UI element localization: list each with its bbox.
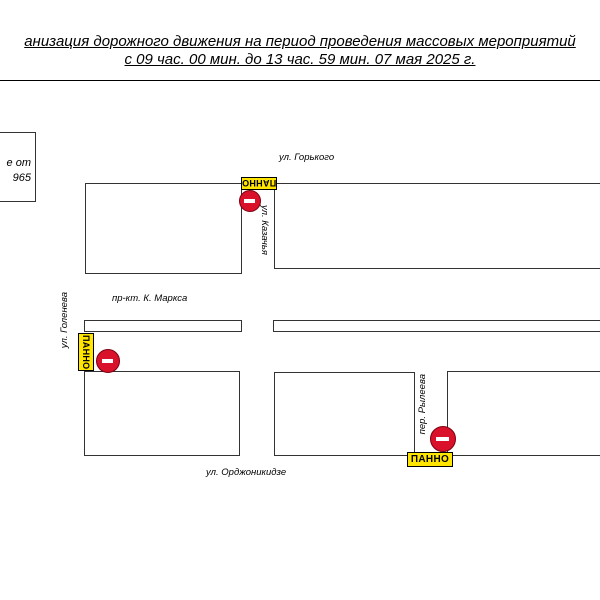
- street-label-ryleeva: пер. Рылеева: [417, 374, 428, 435]
- legend-box: е от 965: [0, 132, 36, 202]
- header-divider: [0, 80, 600, 81]
- street-label-kazachya: ул. Казачья: [259, 205, 270, 255]
- street-label-goleneva: ул. Голенева: [59, 292, 70, 349]
- city-block-bottom-middle: [274, 372, 415, 456]
- panno-label: ПАННО: [410, 454, 450, 465]
- city-block-top-right: [274, 183, 600, 269]
- city-block-bottom-right: [447, 371, 600, 456]
- panno-label: ПАННО: [241, 178, 277, 189]
- panno-label: ПАННО: [81, 334, 91, 370]
- legend-line2: 965: [12, 172, 31, 184]
- panno-sign-ordzhonikidze: ПАННО: [407, 452, 453, 467]
- street-label-karl-marx: пр-кт. К. Маркса: [112, 293, 188, 304]
- map-title-line1: анизация дорожного движения на период пр…: [24, 33, 576, 50]
- no-entry-sign-icon: [239, 190, 261, 212]
- city-block-top-left: [85, 183, 242, 274]
- panno-sign-gorkogo: ПАННО: [241, 177, 277, 190]
- legend-line1: е от: [6, 157, 31, 169]
- no-entry-sign-icon: [430, 426, 456, 452]
- no-entry-sign-icon: [96, 349, 120, 373]
- city-block-bottom-left: [84, 371, 240, 456]
- median-strip-left: [84, 320, 242, 332]
- panno-sign-goleneva: ПАННО: [78, 333, 94, 371]
- median-strip-right: [273, 320, 600, 332]
- map-title-line2: с 09 час. 00 мин. до 13 час. 59 мин. 07 …: [124, 51, 476, 68]
- street-label-gorkogo: ул. Горького: [279, 152, 335, 163]
- street-label-ordzhonikidze: ул. Орджоникидзе: [206, 467, 287, 478]
